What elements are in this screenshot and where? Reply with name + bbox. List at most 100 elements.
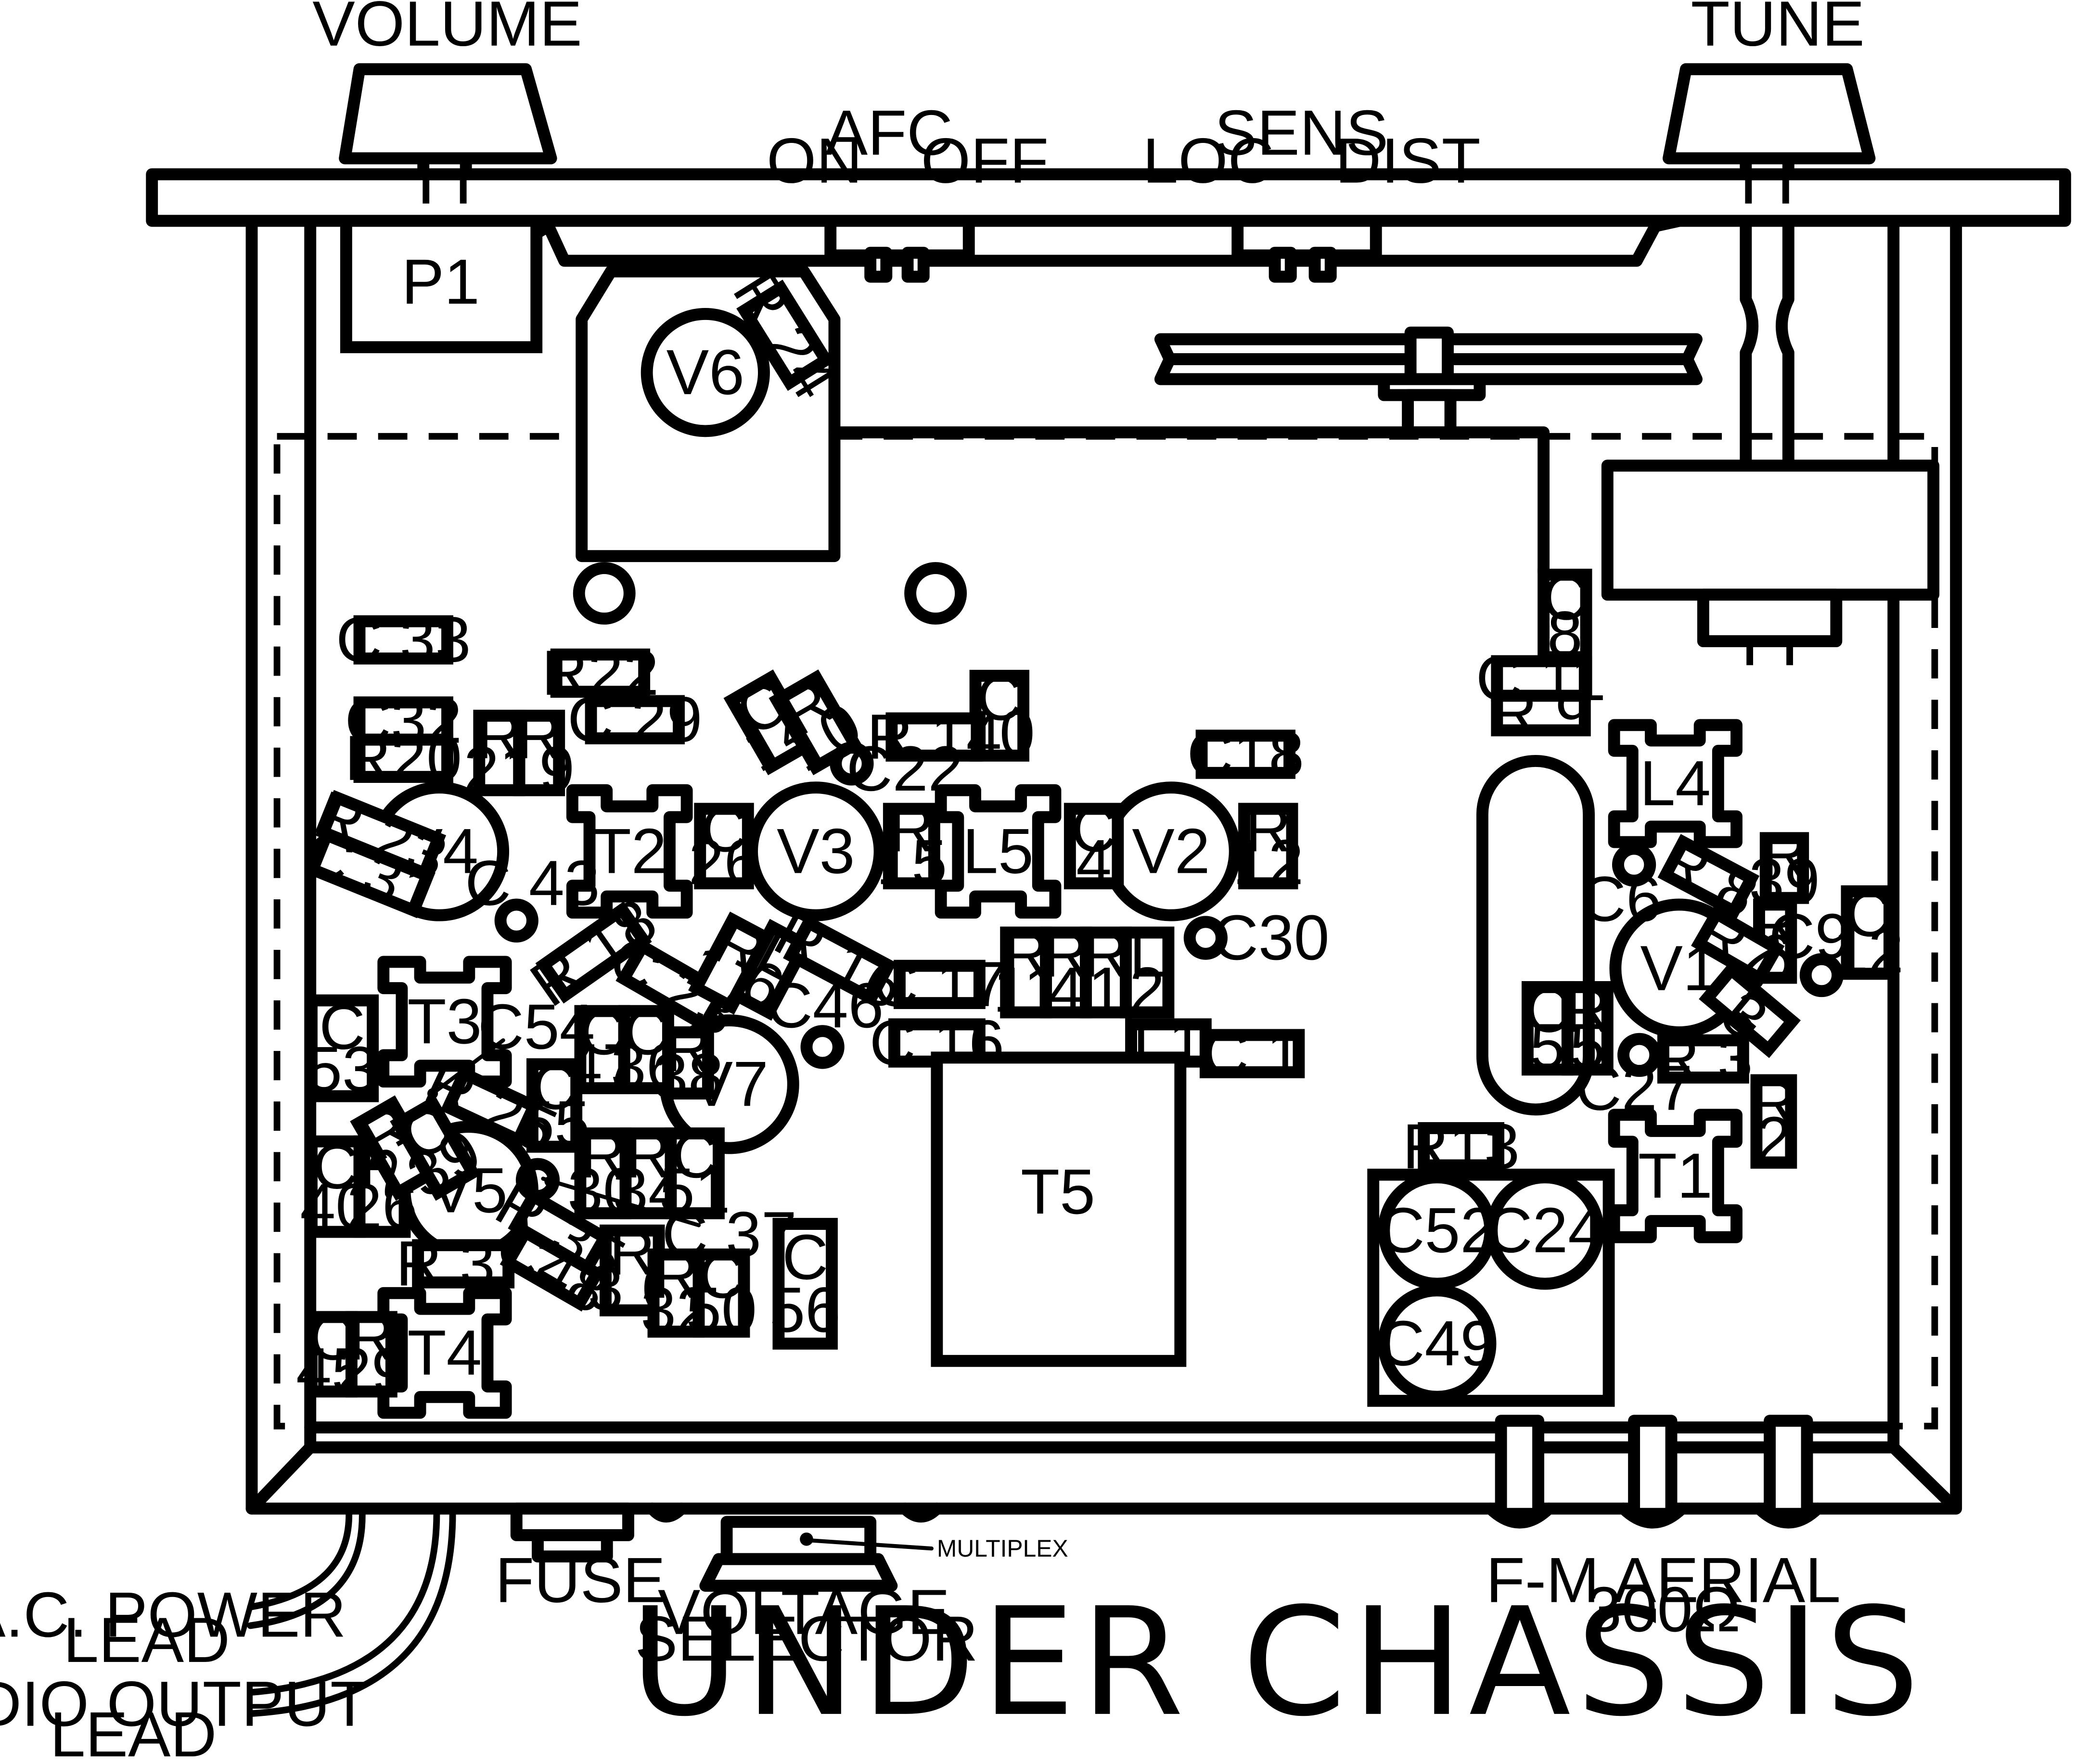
t1-former: T1 bbox=[1608, 1109, 1743, 1243]
c33-label: C 33 bbox=[336, 604, 471, 676]
r14-component: R 14 bbox=[867, 702, 1001, 773]
c56-component: C56 bbox=[769, 1218, 841, 1350]
c54-component: C54 bbox=[478, 991, 595, 1062]
c12-component: C12 bbox=[1833, 879, 1904, 986]
c46-label: C46 bbox=[767, 970, 884, 1041]
r29-label: R bbox=[348, 1302, 395, 1373]
r34-label: R bbox=[625, 1120, 671, 1191]
t2-former: T2 bbox=[566, 784, 693, 919]
c56-label: 56 bbox=[769, 1275, 841, 1346]
audio-output-lead-label: AUDIO OUTPUT bbox=[0, 1669, 369, 1740]
r15-label: 15 bbox=[876, 827, 948, 898]
c50-label: C bbox=[698, 1240, 744, 1312]
c12-label: C bbox=[1845, 879, 1891, 950]
r3-component: R 3 bbox=[1653, 1023, 1753, 1095]
c51-label: C bbox=[672, 1120, 718, 1191]
afc-label: AFC bbox=[825, 97, 953, 168]
c56-label: C bbox=[782, 1222, 828, 1293]
r39-label: R bbox=[1761, 819, 1807, 891]
l5-label: L5 bbox=[962, 816, 1034, 887]
r14-label: R 14 bbox=[867, 702, 1001, 773]
audio-output-lead-label: LEAD bbox=[50, 1699, 217, 1764]
t3-former: T3 bbox=[377, 956, 512, 1088]
v6-tube bbox=[641, 308, 770, 437]
r19-label: R bbox=[516, 701, 562, 772]
c36-label: C bbox=[623, 997, 669, 1068]
c17-label: C 17 bbox=[872, 949, 1007, 1020]
c54-label: C54 bbox=[478, 991, 595, 1062]
c26-component: C26 bbox=[689, 794, 760, 898]
c50-label: 50 bbox=[686, 1275, 757, 1346]
r2-label: 2 bbox=[1756, 1104, 1792, 1175]
dial-drive bbox=[828, 215, 1940, 665]
r2-label: R bbox=[1751, 1068, 1797, 1139]
c17-component: C 17 bbox=[872, 949, 1007, 1020]
c52-label: C52 bbox=[1379, 1195, 1496, 1266]
aerial-terminal bbox=[1628, 1415, 1678, 1520]
c22-component: C22 bbox=[830, 733, 963, 805]
r19-label: 19 bbox=[503, 734, 575, 805]
diagram-title: UNDER CHASSIS bbox=[630, 1576, 1925, 1750]
r29-component: R29 bbox=[336, 1302, 407, 1406]
fm-aerial-impedance-label: 300Ω bbox=[1586, 1574, 1741, 1645]
afc-on-label: ON bbox=[767, 126, 862, 197]
c5-label: 5 bbox=[1530, 1011, 1565, 1082]
r4-label: 4 bbox=[1048, 954, 1084, 1025]
c5-component: C5 bbox=[1521, 974, 1574, 1082]
r1-label: 1 bbox=[1088, 954, 1124, 1025]
voltage-selector bbox=[720, 1516, 877, 1565]
r20-label: R20 bbox=[345, 723, 462, 794]
c37-label: C 37 bbox=[662, 1199, 796, 1270]
l2-component: L2 bbox=[1120, 920, 1175, 1025]
fuse-label: FUSE bbox=[495, 1545, 666, 1616]
r9-component: R 9 bbox=[1491, 677, 1591, 749]
c9-label: C9 bbox=[1769, 901, 1851, 972]
l2-label: 2 bbox=[1129, 954, 1165, 1025]
c24-label: C24 bbox=[1487, 1195, 1603, 1266]
r19-component: R19 bbox=[503, 701, 575, 805]
c51-component: C51 bbox=[659, 1120, 730, 1227]
c26-label: C bbox=[701, 794, 747, 865]
c27-label: C27 bbox=[1576, 1053, 1692, 1124]
c53-label: C bbox=[319, 992, 365, 1063]
fm-aerial-label: F-M AERIAL bbox=[1486, 1545, 1841, 1616]
c4-label: C bbox=[1071, 794, 1117, 865]
rear-fittings bbox=[247, 1415, 1824, 1717]
r38-label: 38 bbox=[653, 1041, 724, 1112]
r4-component: R4 bbox=[1040, 920, 1092, 1025]
c46-component: C46 bbox=[767, 970, 884, 1069]
c18-label: C18 bbox=[1187, 719, 1304, 790]
v2-tube: V2 bbox=[1101, 781, 1241, 921]
c55-label: C bbox=[531, 1052, 577, 1123]
sens-dist-label: DIST bbox=[1335, 126, 1480, 197]
t2-label: T2 bbox=[592, 816, 667, 887]
r3-label: R 3 bbox=[1653, 1023, 1753, 1095]
c18-component: C18 bbox=[1187, 719, 1304, 790]
ac-power-lead-label: LEAD bbox=[63, 1605, 230, 1676]
r32-component: R32 bbox=[641, 1240, 712, 1346]
c9-component: C9 bbox=[1769, 901, 1851, 997]
c53-label: 53 bbox=[307, 1034, 378, 1105]
mounting-hole bbox=[573, 562, 636, 625]
c22-label: C22 bbox=[846, 733, 963, 805]
r2-component: R2 bbox=[1750, 1068, 1797, 1175]
tune-label: TUNE bbox=[1691, 0, 1865, 60]
r12-label: 12 bbox=[1232, 827, 1304, 898]
c50-component: C50 bbox=[686, 1240, 757, 1346]
v6-label: V6 bbox=[666, 337, 744, 408]
t5-transformer bbox=[931, 1051, 1187, 1367]
ac-power-lead-label: A.C. POWER bbox=[0, 1579, 346, 1650]
t5-label: T5 bbox=[1021, 1156, 1095, 1227]
l3-component: L3 bbox=[1699, 961, 1801, 1058]
c43-component: C 43 bbox=[465, 848, 600, 943]
v3-label: V3 bbox=[777, 816, 855, 887]
c49-label: C49 bbox=[1379, 1308, 1496, 1379]
t3-label: T3 bbox=[408, 986, 482, 1057]
tuning-slot bbox=[1476, 754, 1595, 1116]
c8-label: C bbox=[1542, 562, 1588, 633]
r15-component: R15 bbox=[876, 794, 948, 898]
c51-label: 51 bbox=[659, 1155, 730, 1227]
c40-label: C bbox=[312, 1131, 359, 1202]
